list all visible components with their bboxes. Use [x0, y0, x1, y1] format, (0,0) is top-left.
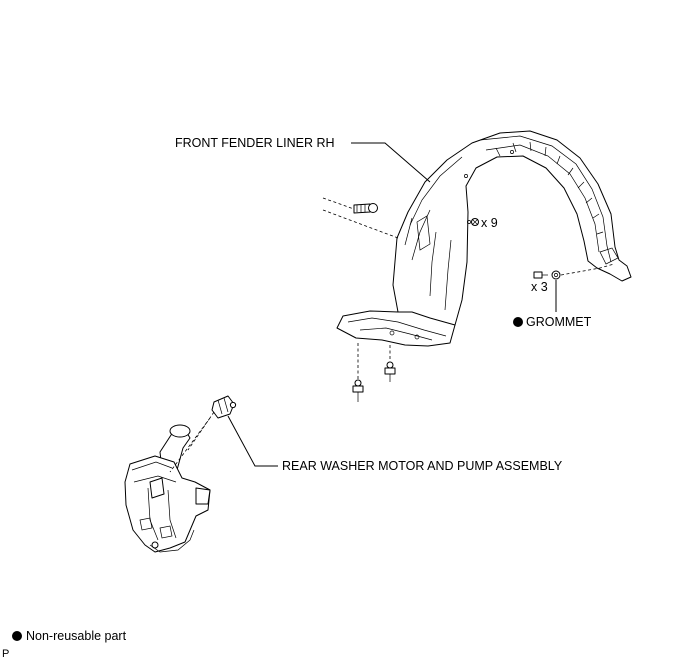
- screw-quantity-label: x 3: [531, 280, 548, 294]
- front-fender-liner-drawing: [336, 130, 632, 347]
- fender-liner-leader: [351, 142, 431, 183]
- legend-non-reusable-text: Non-reusable part: [26, 629, 127, 643]
- washer-motor-label: REAR WASHER MOTOR AND PUMP ASSEMBLY: [282, 459, 563, 473]
- corner-mark: P: [2, 648, 9, 660]
- legend-non-reusable-dot: [12, 631, 22, 641]
- grommet-label: GROMMET: [526, 315, 592, 329]
- washer-motor-guide: [169, 411, 215, 473]
- screw-x3: [533, 271, 548, 279]
- washer-tank-drawing: [124, 424, 211, 553]
- grommet-guide: [560, 263, 615, 276]
- bolt-right: [384, 361, 396, 382]
- grommet-drawing: [551, 270, 561, 280]
- clip-upper-left-guide: [322, 197, 399, 239]
- washer-motor-drawing: [211, 395, 237, 419]
- clip-x9: [471, 218, 479, 226]
- fender-liner-label: FRONT FENDER LINER RH: [175, 136, 335, 150]
- washer-motor-leader: [227, 415, 278, 467]
- clip-quantity-label: x 9: [481, 216, 498, 230]
- clip-upper-left: [353, 203, 378, 214]
- bolt-left: [352, 379, 364, 402]
- grommet-non-reusable-dot: [513, 317, 523, 327]
